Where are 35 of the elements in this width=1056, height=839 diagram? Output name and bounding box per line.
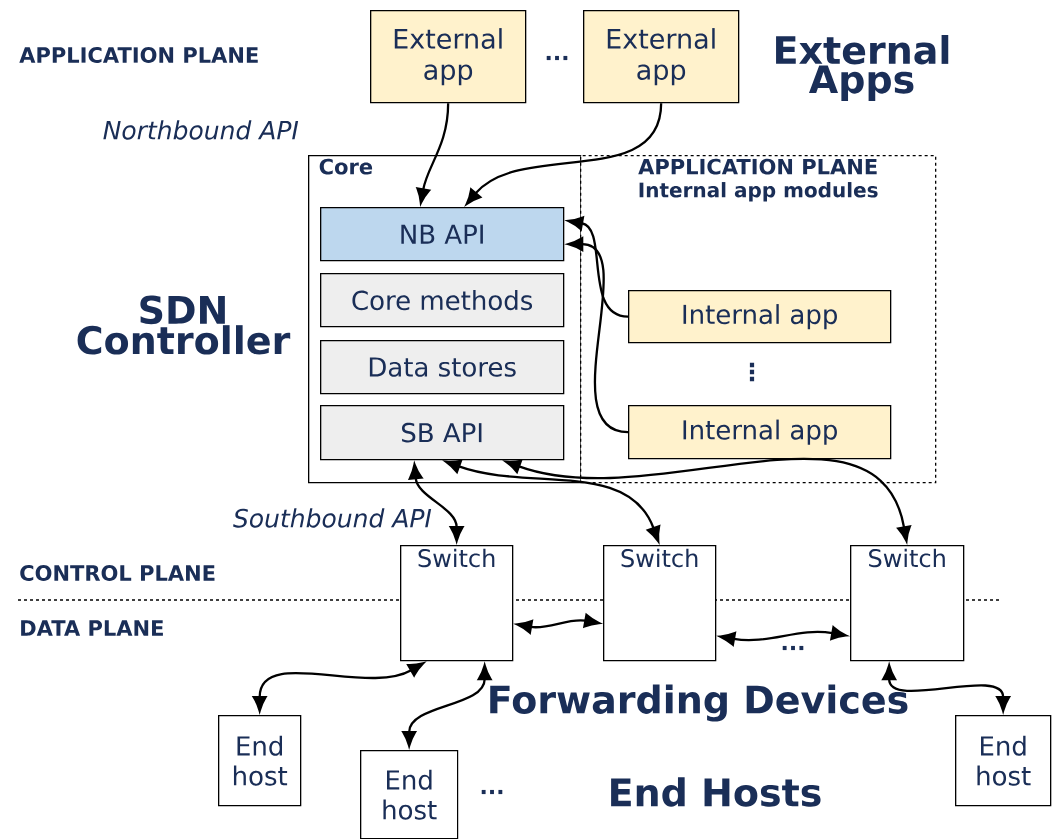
api-label: Southbound API [233, 508, 432, 528]
arrow [719, 626, 847, 646]
plane-label: CONTROL PLANE [20, 565, 215, 581]
arrow [567, 237, 629, 434]
module-box: Data stores [320, 340, 565, 395]
app-box: External app [370, 10, 527, 104]
switch-box: Switch [400, 545, 514, 662]
arrow [516, 613, 600, 634]
app-box: External app [583, 10, 740, 104]
section-heading: Forwarding Devices [490, 684, 908, 722]
ellipsis: ... [546, 55, 568, 61]
section-heading: SDN Controller [77, 295, 291, 355]
section-heading: End Hosts [611, 777, 821, 807]
ellipsis: ... [481, 789, 503, 795]
host-box: End host [360, 750, 459, 839]
plane-label: APPLICATION PLANE [19, 47, 258, 63]
arrow [882, 664, 1011, 712]
app-box: Internal app [628, 405, 892, 460]
plane-label: DATA PLANE [21, 620, 163, 636]
module-box: SB API [320, 405, 565, 461]
module-box: NB API [320, 207, 565, 262]
api-label: Northbound API [103, 120, 299, 140]
arrow [567, 216, 629, 318]
arrow [416, 103, 450, 204]
arrow [402, 664, 492, 747]
section-heading: External Apps [776, 35, 949, 101]
arrow [465, 103, 663, 205]
host-box: End host [955, 715, 1052, 807]
ellipsis: ... [782, 645, 804, 651]
module-box: Core methods [320, 273, 565, 328]
switch-box: Switch [603, 545, 717, 662]
app-box: Internal app [628, 290, 892, 344]
host-box: End host [218, 715, 302, 807]
ellipsis: ⋮ [749, 362, 755, 382]
switch-box: Switch [850, 545, 965, 662]
